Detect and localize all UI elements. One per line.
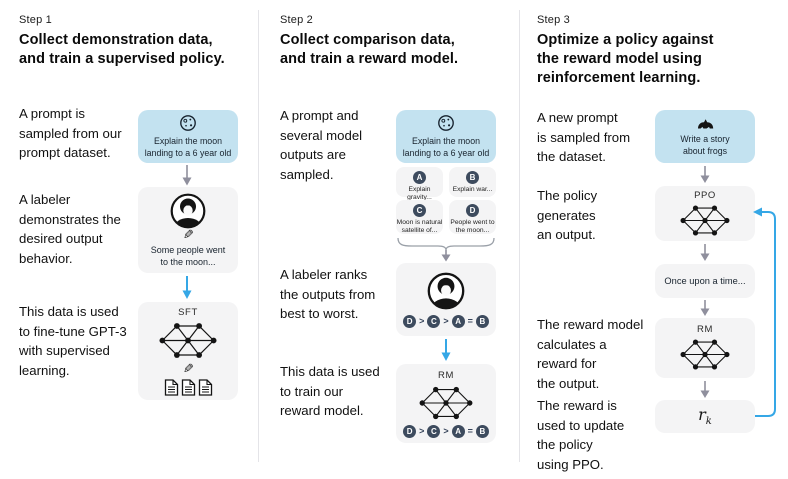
labeler-icon bbox=[170, 193, 206, 229]
rank-operator: = bbox=[467, 316, 473, 326]
column-divider-2 bbox=[519, 10, 520, 462]
step1-prompt-box: Explain the moon landing to a 6 year old bbox=[138, 110, 238, 163]
step2-caption-prompt: A prompt and several model outputs are s… bbox=[280, 108, 363, 182]
neural-net-icon bbox=[418, 384, 474, 422]
step3-title: Optimize a policy against the reward mod… bbox=[537, 32, 714, 86]
step1-labeler-text: Some people went to the moon... bbox=[150, 244, 226, 267]
labeler-icon bbox=[427, 272, 465, 310]
step1-labeler-box: ✎ Some people went to the moon... bbox=[138, 187, 238, 273]
feedback-loop-arrow-icon bbox=[748, 202, 782, 428]
step3-output-box: Once upon a time... bbox=[655, 264, 755, 298]
step2-caption-labeler: A labeler ranks the outputs from best to… bbox=[280, 267, 376, 321]
step3-ppo-box: PPO bbox=[655, 186, 755, 241]
step1-prompt-text: Explain the moon landing to a 6 year old bbox=[144, 136, 232, 158]
step3-output-text: Once upon a time... bbox=[664, 276, 746, 286]
moon-icon bbox=[437, 114, 455, 132]
step3-reward-box: rk bbox=[655, 400, 755, 433]
step3-caption-prompt: A new prompt is sampled from the dataset… bbox=[537, 110, 631, 164]
step2-prompt-text: Explain the moon landing to a 6 year old bbox=[402, 136, 490, 158]
step1-title: Collect demonstration data, and train a … bbox=[19, 32, 225, 67]
step2-label: Step 2 bbox=[280, 14, 314, 26]
output-box-a: A Explain gravity... bbox=[396, 167, 443, 201]
output-text-a: Explain gravity... bbox=[407, 186, 432, 202]
rank-operator: > bbox=[419, 426, 425, 436]
step3-rm-box: RM bbox=[655, 318, 755, 378]
output-text-c: Moon is natural satellite of... bbox=[396, 219, 443, 235]
rank-badge: B bbox=[475, 424, 489, 438]
step3-prompt-box: Write a story about frogs bbox=[655, 110, 755, 163]
ppo-label: PPO bbox=[694, 189, 716, 201]
rm-label: RM bbox=[697, 324, 713, 335]
arrow-down-blue-icon bbox=[440, 339, 452, 362]
step1-sft-box: SFT ✎ bbox=[138, 302, 238, 400]
step2-labeler-box: D > C > A = B bbox=[396, 263, 496, 336]
step2-title: Collect comparison data, and train a rew… bbox=[280, 32, 459, 67]
arrow-down-gray-icon bbox=[699, 300, 711, 317]
step1-caption-prompt: A prompt is sampled from our prompt data… bbox=[19, 106, 122, 160]
rank-operator: > bbox=[443, 316, 449, 326]
brace-icon bbox=[396, 237, 496, 250]
arrow-down-blue-icon bbox=[181, 276, 193, 300]
step3-caption-update: The reward is used to update the policy … bbox=[537, 398, 625, 472]
neural-net-icon bbox=[158, 320, 218, 361]
rank-badge: C bbox=[427, 314, 441, 328]
arrow-down-gray-icon bbox=[699, 381, 711, 399]
step3-prompt-text: Write a story about frogs bbox=[680, 134, 730, 156]
rank-operator: > bbox=[419, 316, 425, 326]
output-text-b: Explain war... bbox=[452, 186, 493, 193]
rank-badge: A bbox=[451, 424, 465, 438]
sft-label: SFT bbox=[178, 306, 198, 318]
step1-label: Step 1 bbox=[19, 14, 53, 26]
pencil-icon: ✎ bbox=[182, 226, 194, 242]
ranking-row: D > C > A = B bbox=[403, 314, 489, 328]
step2-rm-box: RM D > C > A = B bbox=[396, 364, 496, 443]
rank-badge: A bbox=[451, 314, 465, 328]
rank-operator: = bbox=[467, 426, 473, 436]
pencil-icon: ✎ bbox=[182, 360, 194, 376]
documents-icon bbox=[164, 378, 213, 396]
letter-badge: D bbox=[466, 204, 479, 217]
neural-net-icon bbox=[679, 337, 731, 372]
arrow-down-gray-icon bbox=[181, 165, 193, 186]
rank-badge: D bbox=[403, 424, 417, 438]
letter-badge: B bbox=[466, 171, 479, 184]
output-box-b: B Explain war... bbox=[449, 167, 496, 197]
letter-badge: C bbox=[413, 204, 426, 217]
output-box-d: D People went to the moon... bbox=[449, 200, 496, 234]
step1-caption-labeler: A labeler demonstrates the desired outpu… bbox=[19, 192, 121, 266]
step2-caption-train: This data is used to train our reward mo… bbox=[280, 364, 380, 418]
moon-icon bbox=[179, 114, 197, 132]
frog-icon bbox=[696, 116, 715, 130]
arrow-down-gray-icon bbox=[699, 244, 711, 262]
rank-badge: B bbox=[475, 314, 489, 328]
rank-badge: C bbox=[427, 424, 441, 438]
ranking-row: D > C > A = B bbox=[403, 424, 489, 438]
output-box-c: C Moon is natural satellite of... bbox=[396, 200, 443, 234]
output-text-d: People went to the moon... bbox=[450, 219, 495, 235]
column-divider-1 bbox=[258, 10, 259, 462]
letter-badge: A bbox=[413, 171, 426, 184]
neural-net-icon bbox=[679, 203, 731, 238]
step2-prompt-box: Explain the moon landing to a 6 year old bbox=[396, 110, 496, 163]
step1-caption-train: This data is used to fine-tune GPT-3 wit… bbox=[19, 304, 127, 378]
arrow-down-gray-icon bbox=[699, 166, 711, 184]
rank-operator: > bbox=[443, 426, 449, 436]
reward-value: rk bbox=[698, 405, 712, 428]
rank-badge: D bbox=[403, 314, 417, 328]
rm-label: RM bbox=[438, 369, 454, 381]
step3-caption-reward: The reward model calculates a reward for… bbox=[537, 317, 644, 391]
arrow-down-gray-icon bbox=[440, 250, 452, 262]
step3-label: Step 3 bbox=[537, 14, 571, 26]
step3-caption-policy: The policy generates an output. bbox=[537, 188, 598, 242]
